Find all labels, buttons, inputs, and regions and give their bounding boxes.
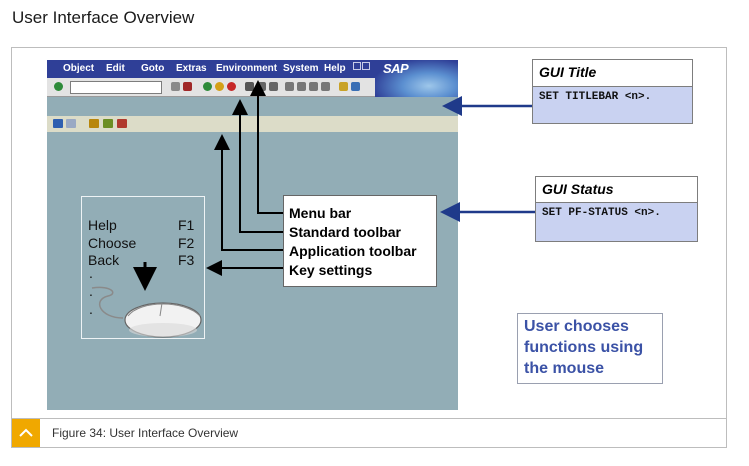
application-toolbar-connector xyxy=(214,134,283,251)
callout-key-settings: Key settings xyxy=(289,262,373,278)
callout-application-toolbar: Application toolbar xyxy=(289,243,417,259)
key-label: Choose xyxy=(88,235,137,251)
gui-title-heading: GUI Title xyxy=(539,64,597,80)
gui-status-box: GUI Status SET PF-STATUS <n>. xyxy=(535,176,698,242)
standard-toolbar xyxy=(47,78,375,97)
menu-item-help[interactable]: Help xyxy=(324,63,346,74)
print-icon[interactable] xyxy=(245,82,254,91)
menu-item-goto[interactable]: Goto xyxy=(141,63,165,74)
previous-page-icon[interactable] xyxy=(297,82,306,91)
mouse-note-line: functions using xyxy=(524,339,644,356)
figure-caption-bar: Figure 34: User Interface Overview xyxy=(11,418,727,448)
save-icon[interactable] xyxy=(183,82,192,91)
ui-elements-callout: Menu bar Standard toolbar Application to… xyxy=(283,195,437,287)
menu-item-object[interactable]: Object xyxy=(63,63,95,74)
menu-item-system[interactable]: System xyxy=(283,63,319,74)
back-icon[interactable] xyxy=(203,82,212,91)
sap-logo-area: SAP xyxy=(375,60,458,97)
ellipsis-dot: . xyxy=(89,283,93,299)
key-settings-box: Help F1 Choose F2 Back F3 . . . xyxy=(81,196,205,339)
standard-toolbar-connector xyxy=(232,99,283,233)
command-field[interactable] xyxy=(70,81,162,94)
gui-status-code: SET PF-STATUS <n>. xyxy=(536,202,697,241)
details-icon[interactable] xyxy=(117,119,127,128)
ellipsis-dot: . xyxy=(89,265,93,281)
minimize-icon[interactable] xyxy=(353,62,361,70)
arrow-right-icon[interactable] xyxy=(66,119,76,128)
key-label: Back xyxy=(88,252,120,268)
mouse-note-line: the mouse xyxy=(524,360,605,377)
sap-logo: SAP xyxy=(383,61,409,76)
key-code: F1 xyxy=(178,217,195,233)
arrow-left-icon[interactable] xyxy=(53,119,63,128)
page-title: User Interface Overview xyxy=(12,8,195,27)
last-page-icon[interactable] xyxy=(321,82,330,91)
new-session-icon[interactable] xyxy=(339,82,348,91)
key-code: F2 xyxy=(178,235,195,251)
exit-icon[interactable] xyxy=(215,82,224,91)
display-icon[interactable] xyxy=(103,119,113,128)
shortcut-icon[interactable] xyxy=(351,82,360,91)
mouse-note-line: User chooses xyxy=(524,318,629,335)
first-page-icon[interactable] xyxy=(285,82,294,91)
menu-bar-connector xyxy=(250,80,283,214)
gui-title-box: GUI Title SET TITLEBAR <n>. xyxy=(532,59,693,124)
chevron-up-icon[interactable] xyxy=(12,419,40,447)
next-page-icon[interactable] xyxy=(309,82,318,91)
menu-item-extras[interactable]: Extras xyxy=(176,63,207,74)
gui-title-code: SET TITLEBAR <n>. xyxy=(533,86,692,123)
find-next-icon[interactable] xyxy=(269,82,278,91)
menu-item-edit[interactable]: Edit xyxy=(106,63,125,74)
application-toolbar xyxy=(47,116,458,132)
callout-menu-bar: Menu bar xyxy=(289,205,352,221)
maximize-icon[interactable] xyxy=(362,62,370,70)
menu-bar: Object Edit Goto Extras Environment Syst… xyxy=(47,60,458,78)
cancel-icon[interactable] xyxy=(227,82,236,91)
back-arrow-icon[interactable] xyxy=(171,82,180,91)
mouse-icon xyxy=(91,286,202,338)
ellipsis-dot: . xyxy=(89,301,93,317)
enter-icon[interactable] xyxy=(54,82,63,91)
figure-caption: Figure 34: User Interface Overview xyxy=(52,426,239,440)
callout-standard-toolbar: Standard toolbar xyxy=(289,224,402,240)
menu-item-environment[interactable]: Environment xyxy=(216,63,278,74)
key-label: Help xyxy=(88,217,117,233)
key-code: F3 xyxy=(178,252,195,268)
edit-icon[interactable] xyxy=(89,119,99,128)
mouse-note-box: User chooses functions using the mouse xyxy=(517,313,663,384)
gui-status-heading: GUI Status xyxy=(542,181,614,197)
